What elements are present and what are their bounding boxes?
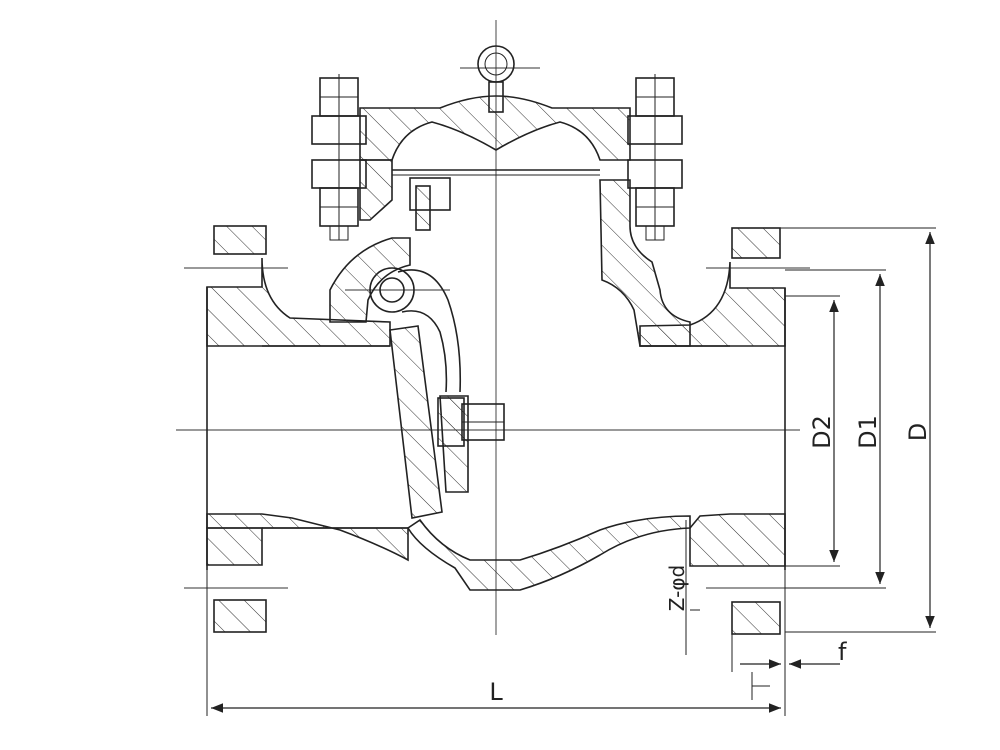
label-d1: D1 bbox=[854, 415, 882, 449]
left-flange bbox=[206, 225, 409, 633]
bonnet bbox=[359, 45, 631, 221]
label-f: f bbox=[838, 638, 847, 666]
right-flange bbox=[639, 227, 786, 635]
disc bbox=[389, 325, 505, 519]
valve-body bbox=[262, 179, 730, 591]
label-bolt-holes: Z-φd bbox=[665, 565, 689, 611]
right-bolt-stack bbox=[627, 74, 683, 241]
dimension-labels: D2 D1 D Z-φd f L bbox=[489, 415, 932, 706]
label-l: L bbox=[489, 678, 503, 706]
hinge-assembly bbox=[369, 177, 462, 393]
dimension-lines bbox=[206, 227, 936, 716]
label-d2: D2 bbox=[808, 415, 836, 449]
left-bolt-stack bbox=[311, 74, 367, 241]
label-d: D bbox=[904, 423, 932, 441]
